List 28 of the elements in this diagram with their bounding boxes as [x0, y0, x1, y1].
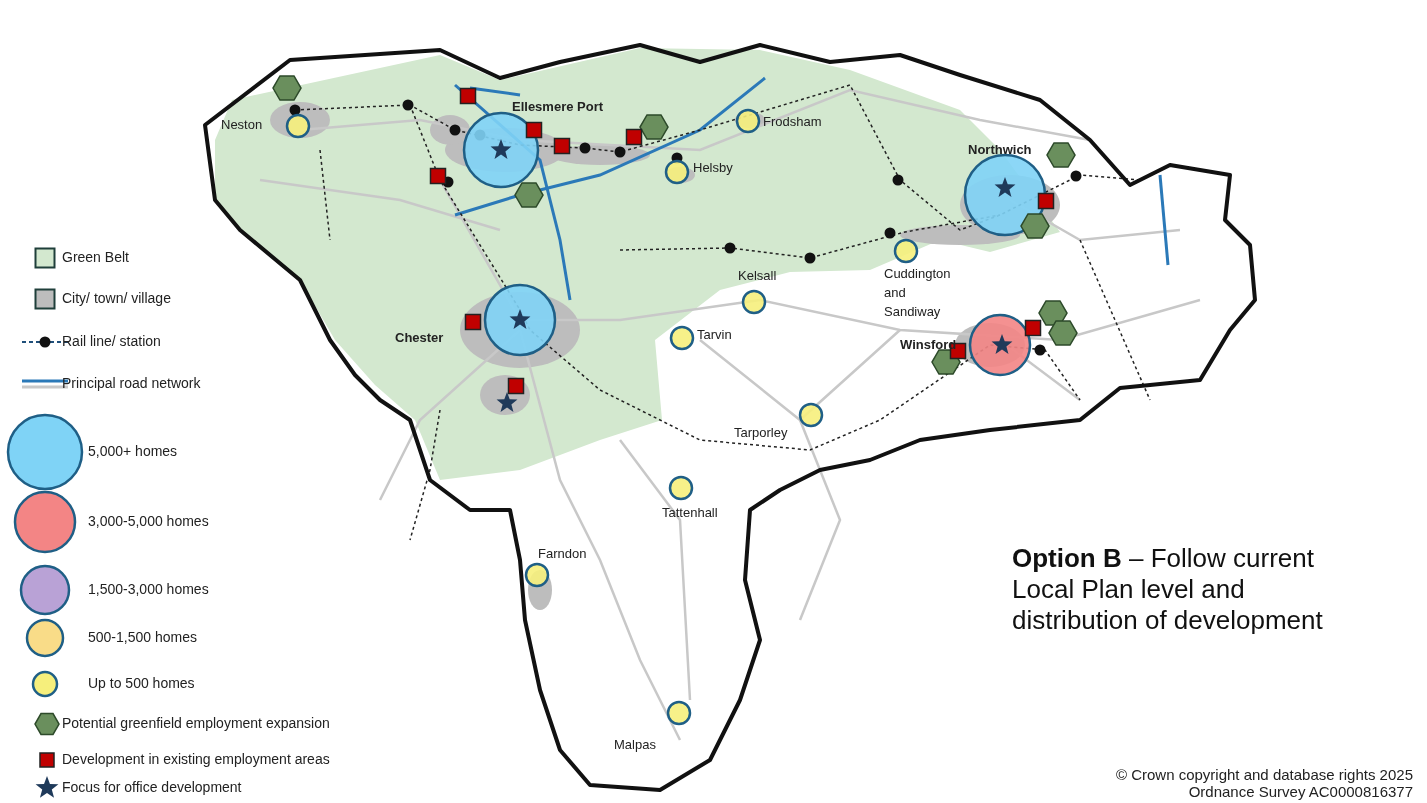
legend-label: Focus for office development	[62, 779, 242, 796]
legend-label: 500-1,500 homes	[88, 629, 197, 646]
place-name: Ellesmere Port	[512, 99, 604, 115]
legend-label: 3,000-5,000 homes	[88, 513, 209, 530]
legend-label: Principal road network	[62, 375, 201, 392]
legend-label: Potential greenfield employment expansion	[62, 715, 330, 732]
map-title: Option B – Follow current Local Plan level and distribution of development	[1012, 543, 1324, 637]
legend-label: 5,000+ homes	[88, 443, 178, 460]
legend-label: Rail line/ station	[62, 333, 161, 350]
place-name: Tarporley	[734, 425, 788, 441]
copyright-note: © Crown copyright and database rights 2025 Ordnance Survey AC0000816377	[1114, 766, 1413, 801]
place-name: Tattenhall	[662, 505, 718, 521]
legend-label: City/ town/ village	[62, 290, 171, 307]
place-name: Kelsall	[738, 268, 777, 284]
place-name: Northwich	[968, 142, 1032, 158]
place-name: Farndon	[538, 546, 587, 562]
place-name: Winsford	[900, 337, 957, 353]
place-name: Cuddington and Sandiway	[884, 265, 952, 321]
place-name: Frodsham	[763, 114, 822, 130]
place-name: Neston	[221, 117, 263, 133]
place-name: Malpas	[614, 737, 656, 753]
place-name: Tarvin	[697, 327, 732, 343]
legend-label: 1,500-3,000 homes	[88, 581, 209, 598]
legend-label: Green Belt	[62, 249, 129, 266]
place-name: Chester	[395, 330, 444, 346]
legend-label: Development in existing employment areas	[62, 751, 330, 768]
legend-label: Up to 500 homes	[88, 675, 195, 692]
place-name: Helsby	[693, 160, 733, 176]
